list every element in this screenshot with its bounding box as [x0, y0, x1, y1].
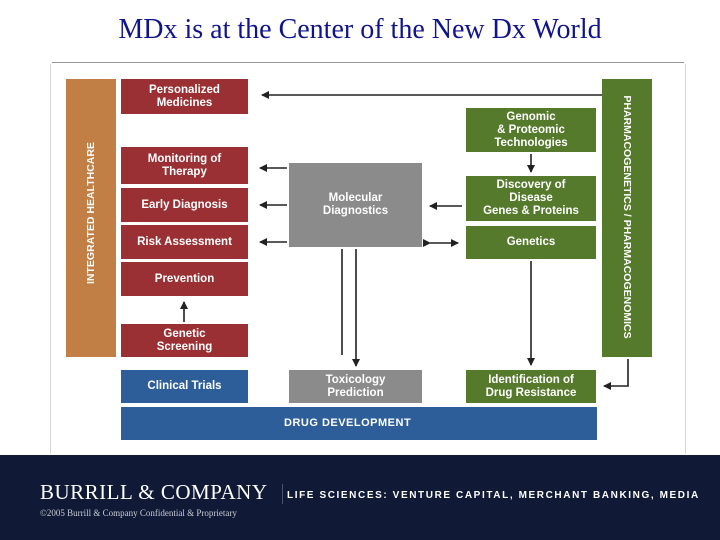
drug-resistance-box: Identification of Drug Resistance — [466, 370, 596, 403]
genetic-screening-box: Genetic Screening — [121, 324, 248, 357]
monitoring-therapy-box: Monitoring of Therapy — [121, 147, 248, 184]
footer-band — [0, 455, 720, 540]
genomic-proteomic-box: Genomic & Proteomic Technologies — [466, 108, 596, 152]
company-logo: BURRILL & COMPANY — [40, 480, 268, 504]
company-tagline: LIFE SCIENCES: VENTURE CAPITAL, MERCHANT… — [287, 490, 700, 501]
genetics-box: Genetics — [466, 226, 596, 259]
footer-divider — [282, 484, 283, 504]
molecular-diagnostics-box: Molecular Diagnostics — [289, 163, 422, 247]
drug-development-bar: DRUG DEVELOPMENT — [121, 407, 597, 440]
personalized-medicines-box: Personalized Medicines — [121, 79, 248, 114]
arrow-pharmaco-to-resistance — [603, 359, 629, 390]
title-divider — [52, 62, 684, 63]
integrated-healthcare-bar — [66, 79, 116, 357]
pharmacogenomics-bar — [602, 79, 652, 357]
clinical-trials-box: Clinical Trials — [121, 370, 248, 403]
early-diagnosis-box: Early Diagnosis — [121, 188, 248, 222]
copyright-notice: ©2005 Burrill & Company Confidential & P… — [40, 508, 237, 518]
prevention-box: Prevention — [121, 262, 248, 296]
risk-assessment-box: Risk Assessment — [121, 225, 248, 259]
toxicology-prediction-box: Toxicology Prediction — [289, 370, 422, 403]
discovery-genes-box: Discovery of Disease Genes & Proteins — [466, 176, 596, 221]
slide-title: MDx is at the Center of the New Dx World — [118, 14, 602, 45]
